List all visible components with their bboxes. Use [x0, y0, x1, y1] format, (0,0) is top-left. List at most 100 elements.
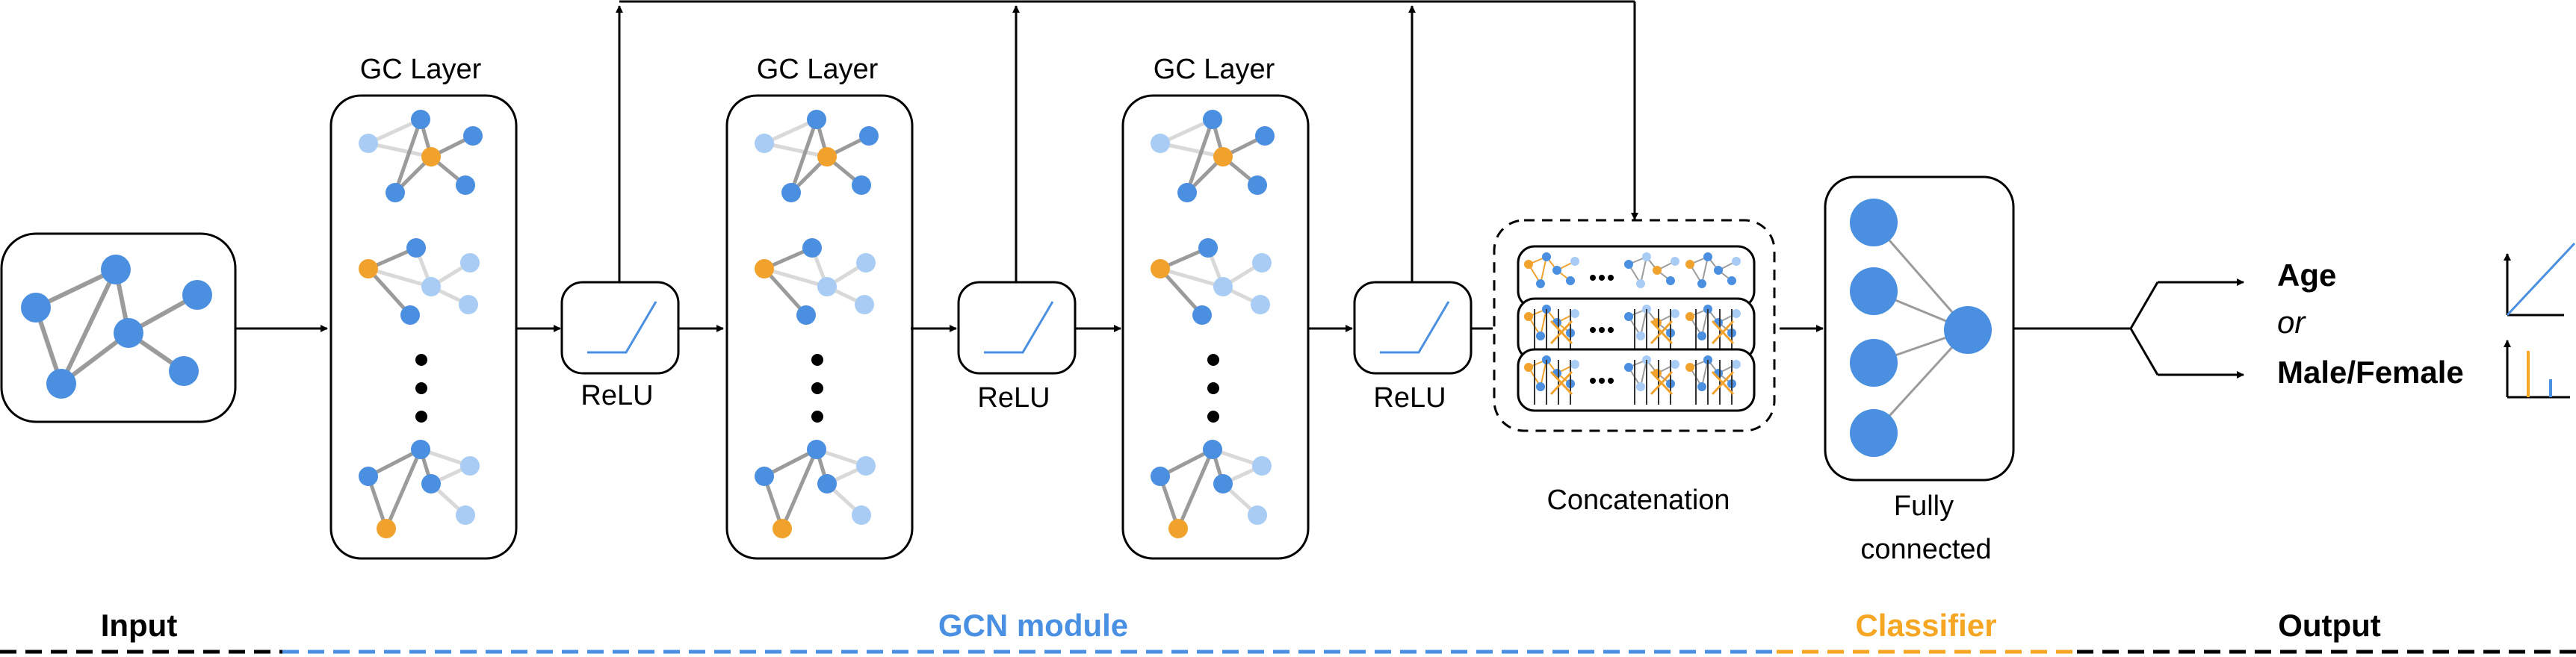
graph-edge [780, 449, 819, 529]
concat-slab [1517, 245, 1756, 309]
graph-node [406, 238, 426, 258]
output-sex-label: Male/Female [2277, 355, 2464, 390]
ellipsis-dot [1608, 378, 1614, 384]
graph-node [1251, 295, 1270, 314]
ellipsis-dot [415, 382, 427, 394]
graph-node [859, 126, 879, 146]
mini-graph [359, 238, 480, 325]
graph-node [755, 467, 774, 486]
fc-input-node [1850, 409, 1898, 457]
relu-curve-icon [587, 301, 657, 354]
ellipsis-dot [1207, 382, 1219, 394]
graph-edge [764, 141, 828, 159]
graph-node [400, 305, 420, 325]
graph-node [359, 467, 378, 486]
relu-box [957, 281, 1077, 375]
mini-graph [359, 110, 483, 202]
graph-node [807, 110, 826, 129]
graph-edge [384, 449, 423, 529]
graph-edge [368, 141, 432, 159]
input-graph-box [0, 232, 237, 423]
relu-curve-icon [1380, 301, 1450, 354]
fc-input-node [1850, 267, 1898, 315]
graph-node [1151, 467, 1170, 486]
mini-graph [1524, 355, 1579, 405]
graph-node [817, 474, 837, 493]
ellipsis-dot [1207, 354, 1219, 366]
section-gcn-module-label: GCN module [938, 608, 1128, 643]
graph-node [856, 253, 876, 273]
mini-graph [1151, 440, 1272, 538]
graph-node [855, 295, 874, 314]
concat-slab [1517, 348, 1756, 412]
graph-node [456, 505, 475, 525]
graph-node [1255, 126, 1275, 146]
graph-edge [1159, 267, 1224, 289]
mini-graph [1624, 355, 1679, 405]
ellipsis-dot [811, 411, 823, 423]
mini-graph [1624, 305, 1679, 354]
gc-layer-box [1121, 94, 1310, 560]
ellipsis-dot [415, 411, 427, 423]
fc-input-node [1850, 199, 1898, 246]
fully-connected-box [1824, 175, 2015, 482]
graph-node [773, 519, 792, 538]
graph-edge [367, 267, 412, 317]
graph-node [459, 295, 478, 314]
graph-node [1203, 110, 1222, 129]
fc-input-node [1850, 339, 1898, 387]
graph-node [755, 134, 774, 153]
mini-graph [1151, 238, 1272, 325]
gc-layer-box [329, 94, 518, 560]
mini-graph [1685, 252, 1741, 288]
mini-graph [359, 440, 480, 538]
graph-node [1213, 277, 1233, 296]
graph-node [1192, 305, 1212, 325]
ellipsis-dot [1590, 378, 1596, 384]
ellipsis-dot [1608, 327, 1614, 333]
graph-edge [763, 267, 808, 317]
graph-edge [763, 447, 818, 479]
graph-node [1151, 134, 1170, 153]
graph-edge [1185, 119, 1215, 193]
ellipsis-dot [1608, 275, 1614, 281]
graph-edge [1159, 447, 1214, 479]
ellipsis-dot [811, 354, 823, 366]
ellipsis-dot [1599, 327, 1605, 333]
concatenation-block [1493, 219, 1776, 432]
relu-labels: ReLU ReLU ReLU [580, 380, 1446, 414]
relu-box [560, 281, 680, 375]
mini-graph [755, 110, 879, 202]
ellipsis-dot [1599, 275, 1605, 281]
relu-box [1353, 281, 1473, 375]
graph-node [460, 253, 480, 273]
relu-label: ReLU [580, 380, 653, 411]
section-output-label: Output [2278, 608, 2381, 643]
graph-node [856, 456, 876, 476]
graph-node [817, 277, 837, 296]
fully-connected-label: Fully [1894, 491, 1954, 522]
graph-node [359, 259, 378, 278]
graph-node [1213, 147, 1233, 166]
mini-graph [1524, 252, 1579, 288]
ellipsis-dot [811, 382, 823, 394]
mini-graph [1524, 305, 1579, 354]
graph-node [807, 440, 826, 459]
graph-node [421, 474, 441, 493]
graph-node [421, 147, 441, 166]
graph-node [1177, 183, 1197, 202]
graph-node [1213, 474, 1233, 493]
graph-node [1151, 259, 1170, 278]
graph-node [755, 259, 774, 278]
ellipsis-dot [1590, 275, 1596, 281]
graph-node [386, 183, 405, 202]
graph-node [411, 440, 430, 459]
ellipsis-dot [1590, 327, 1596, 333]
graph-node [456, 175, 475, 195]
graph-node [796, 305, 816, 325]
gc-layer-title: GC Layer [360, 54, 482, 85]
concat-slab [1517, 297, 1756, 361]
graph-node [781, 183, 801, 202]
output-age-label: Age [2277, 258, 2336, 293]
graph-node [852, 175, 871, 195]
